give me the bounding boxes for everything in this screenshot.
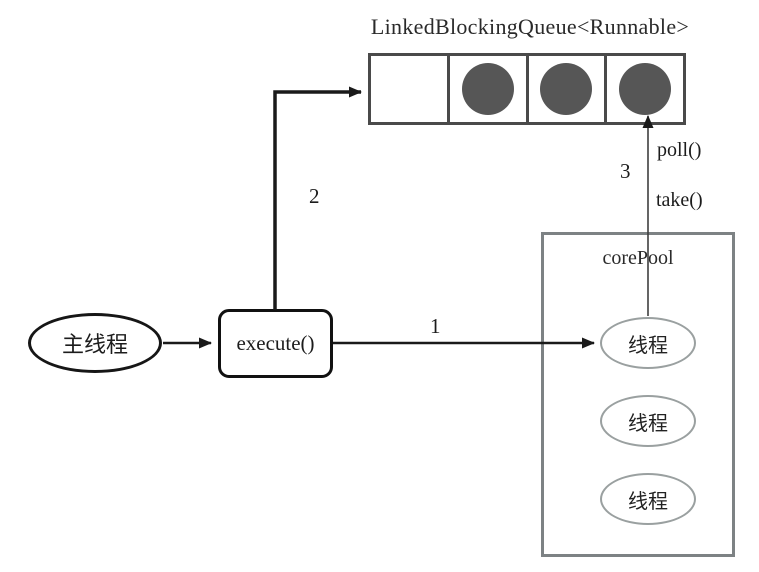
step3-label: 3 (620, 159, 631, 183)
execute-box: execute() (218, 309, 333, 378)
task-queue (368, 53, 686, 125)
take-label: take() (656, 189, 703, 211)
queue-title: LinkedBlockingQueue<Runnable> (370, 14, 690, 39)
queue-cell (604, 56, 683, 122)
execute-label: execute() (236, 331, 315, 355)
thread-label: 线程 (628, 412, 668, 435)
thread-label: 线程 (628, 490, 668, 513)
step2-label: 2 (309, 184, 320, 208)
queue-cell (371, 56, 447, 122)
thread-label: 线程 (628, 334, 668, 357)
thread-ellipse: 线程 (600, 395, 696, 447)
core-pool-box: corePool 线程 线程 线程 (541, 232, 735, 557)
step1-label: 1 (430, 314, 441, 338)
task-dot (540, 63, 593, 115)
task-dot (461, 63, 514, 115)
thread-ellipse: 线程 (600, 317, 696, 369)
core-pool-title: corePool (602, 247, 674, 269)
poll-label: poll() (657, 139, 702, 161)
queue-cell (446, 56, 526, 122)
main-thread-ellipse: 主线程 (28, 313, 162, 373)
queue-cell (525, 56, 605, 122)
thread-ellipse: 线程 (600, 473, 696, 525)
main-thread-label: 主线程 (61, 332, 128, 357)
task-dot (619, 63, 672, 115)
